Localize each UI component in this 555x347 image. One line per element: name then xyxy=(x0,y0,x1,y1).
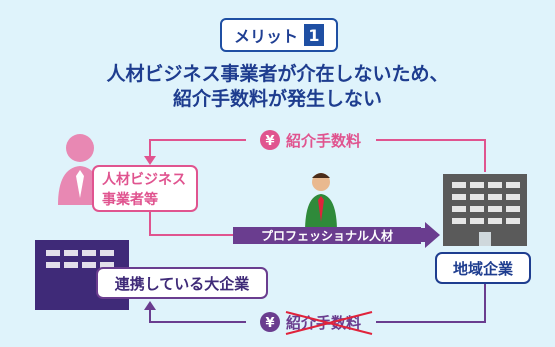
agency-label-line1: 人材ビジネス xyxy=(102,171,186,188)
agency-person-icon xyxy=(58,134,102,205)
headline-line-2: 紹介手数料が発生しない xyxy=(172,88,382,110)
merit-badge-label: メリット xyxy=(233,27,298,46)
yen-icon xyxy=(260,130,280,150)
merit-badge: メリット 1 xyxy=(220,18,338,52)
large-company-label: 連携している大企業 xyxy=(115,275,251,293)
fee-flow-top: ¥ 紹介手数料 xyxy=(144,128,486,172)
agency-label-line2: 事業者等 xyxy=(102,191,158,208)
local-company-label: 地域企業 xyxy=(453,260,514,278)
yen-symbol-bottom: ¥ xyxy=(265,316,274,331)
fee-flow-bottom: ¥ 紹介手数料 xyxy=(144,284,486,335)
professional-person-icon xyxy=(305,173,337,232)
headline-line-1: 人材ビジネス事業者が介在しないため、 xyxy=(106,63,449,85)
yen-icon-bottom xyxy=(260,312,280,332)
fee-top-label: 紹介手数料 xyxy=(286,132,361,150)
fee-bottom-arrowhead xyxy=(144,301,156,310)
fee-bottom-label: 紹介手数料 xyxy=(286,314,361,332)
local-company-building-icon xyxy=(443,174,527,246)
fee-top-arrowhead xyxy=(144,156,156,165)
cross-out-line-2 xyxy=(285,311,373,335)
yen-symbol: ¥ xyxy=(265,134,274,149)
large-company-node xyxy=(96,267,268,299)
agency-node xyxy=(92,165,198,212)
local-company-node xyxy=(435,252,531,284)
merit-badge-number: 1 xyxy=(304,24,324,46)
professional-label: プロフェッショナル人材 xyxy=(261,228,393,243)
